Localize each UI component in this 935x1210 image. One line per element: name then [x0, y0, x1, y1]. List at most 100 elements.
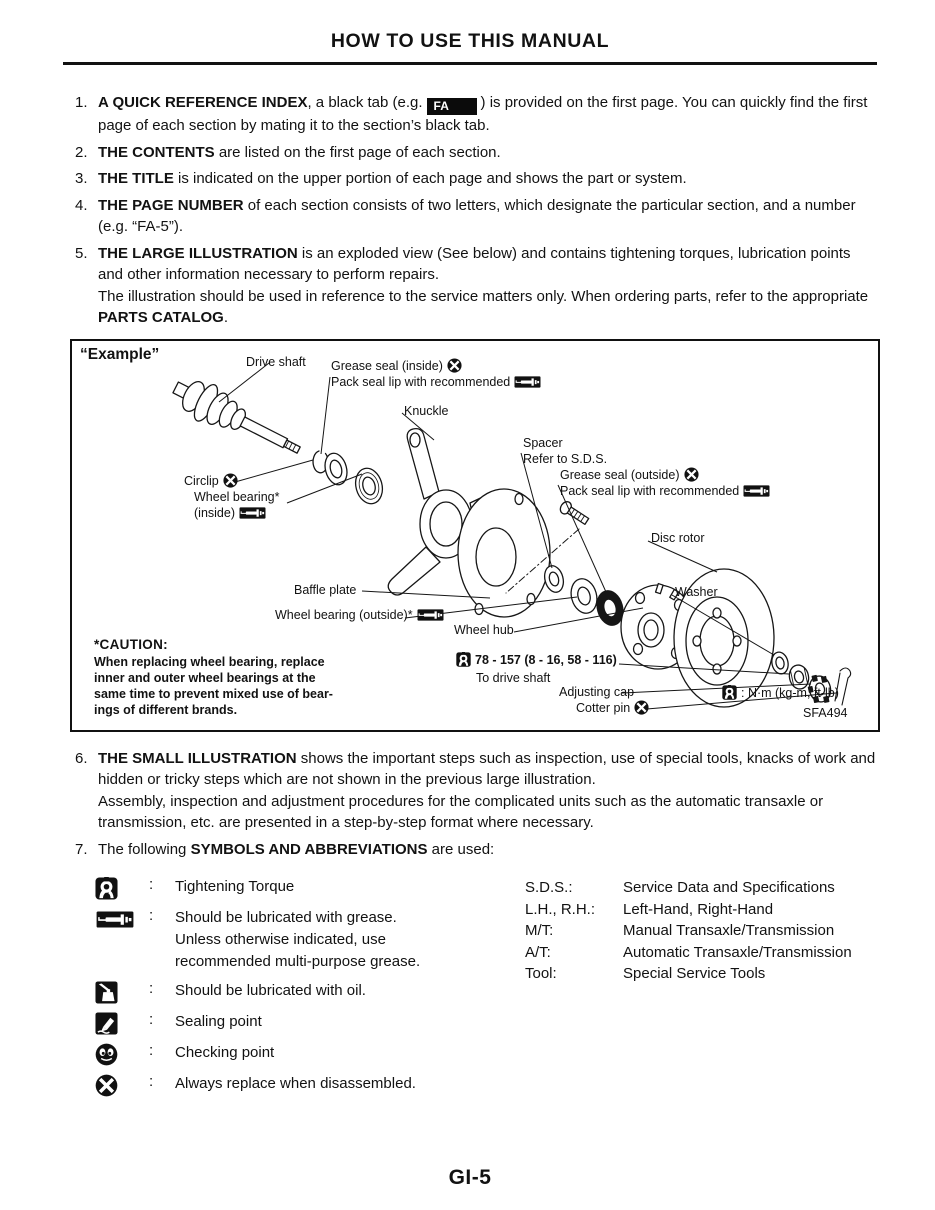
caution-note: *CAUTION: When replacing wheel bearing, … — [94, 637, 333, 718]
text-segment: are listed on the first page of each sec… — [214, 143, 501, 161]
label-disc-rotor: Disc rotor — [651, 530, 705, 545]
abbr-row: L.H., R.H.: Left-Hand, Right-Hand — [525, 899, 852, 921]
text-segment: is indicated on the upper portion of eac… — [173, 170, 687, 187]
label-adjusting-cap: Adjusting cap — [559, 684, 635, 699]
abbr-meaning: Automatic Transaxle/Transmission — [623, 943, 852, 961]
label-wheel-bearing-inside: Wheel bearing* (inside) — [194, 489, 280, 520]
symbol-row-sealing: : Sealing point — [95, 1011, 495, 1035]
label-torque-target: To drive shaft — [476, 670, 551, 685]
item-number: 6. — [75, 749, 88, 767]
replace-icon — [447, 358, 462, 373]
label-washer: Washer — [675, 584, 718, 599]
grease-icon — [239, 507, 266, 519]
colon: : — [149, 876, 154, 893]
abbr-row: Tool: Special Service Tools — [525, 963, 852, 985]
item-text: The following SYMBOLS AND ABBREVIATIONS … — [98, 839, 877, 861]
abbr-key: M/T: — [525, 922, 554, 939]
item-number: 7. — [75, 840, 88, 858]
item-number: 2. — [75, 143, 88, 161]
text-segment: , a black tab (e.g. — [307, 94, 423, 111]
abbr-meaning: Manual Transaxle/Transmission — [623, 922, 835, 939]
caution-title: *CAUTION: — [94, 636, 168, 652]
caution-line: same time to prevent mixed use of bear- — [94, 686, 333, 701]
symbol-label: Always replace when disassembled. — [175, 1075, 416, 1092]
bold-lead: THE TITLE — [98, 170, 174, 187]
example-illustration: “Example” Drive shaft Grease seal (insid… — [70, 338, 880, 732]
item-text: THE CONTENTS are listed on the first pag… — [98, 142, 877, 164]
list-item-7: 7. The following SYMBOLS AND ABBREVIATIO… — [63, 839, 877, 861]
abbr-key: Tool: — [525, 965, 557, 982]
list-item-4: 4. THE PAGE NUMBER of each section consi… — [63, 195, 877, 238]
item-number: 1. — [75, 94, 88, 111]
list-item-1: 1. A QUICK REFERENCE INDEX, a black tab … — [63, 92, 877, 137]
page-number: GI-5 — [448, 1166, 492, 1189]
label-cotter-pin: Cotter pin — [576, 700, 649, 716]
grease-icon — [743, 485, 770, 497]
colon: : — [149, 1042, 154, 1059]
item-text: THE PAGE NUMBER of each section consists… — [98, 195, 877, 238]
item-number: 5. — [75, 244, 88, 262]
section-tab-fa: FA — [426, 98, 477, 115]
abbr-key: A/T: — [525, 943, 551, 961]
abbr-key: S.D.S.: — [525, 879, 573, 896]
item-text: THE TITLE is indicated on the upper port… — [98, 168, 877, 190]
label-wheel-hub: Wheel hub — [454, 622, 514, 637]
text-segment: The following — [98, 840, 191, 858]
symbol-label: Should be lubricated with grease. Unless… — [175, 909, 421, 970]
bold-lead: THE LARGE ILLUSTRATION — [98, 244, 298, 262]
list-item-3: 3. THE TITLE is indicated on the upper p… — [63, 168, 877, 190]
symbol-row-replace: : Always replace when disassembled. — [95, 1073, 495, 1097]
item-paragraph: Assembly, inspection and adjustment proc… — [98, 792, 824, 832]
bold-lead: A QUICK REFERENCE INDEX — [98, 94, 308, 111]
grease-icon — [95, 911, 135, 928]
symbol-label: Tightening Torque — [175, 878, 295, 895]
symbol-label: Sealing point — [175, 1013, 262, 1030]
symbol-row-checking: : Checking point — [95, 1042, 495, 1066]
text-segment: The illustration should be used in refer… — [98, 287, 869, 305]
text-segment: . — [223, 309, 228, 326]
text-segment: is an exploded view (See below) and cont… — [98, 244, 851, 284]
instruction-list-lower: 6. THE SMALL ILLUSTRATION shows the impo… — [63, 748, 877, 861]
colon: : — [149, 1073, 154, 1090]
units-note: : N·m (kg-m, ft-lb) — [722, 685, 839, 701]
grease-icon — [514, 376, 541, 388]
abbr-key: L.H., R.H.: — [525, 900, 596, 918]
label-torque-spec: 78 - 157 (8 - 16, 58 - 116) — [456, 652, 617, 668]
item-text: THE SMALL ILLUSTRATION shows the importa… — [98, 748, 877, 834]
colon: : — [149, 907, 154, 924]
abbreviations-list: S.D.S.: Service Data and Specifications … — [525, 876, 852, 1104]
sealing-icon — [95, 1012, 118, 1035]
instruction-list: 1. A QUICK REFERENCE INDEX, a black tab … — [63, 92, 877, 329]
item-number: 4. — [75, 196, 88, 214]
bold-lead: THE PAGE NUMBER — [98, 196, 244, 214]
caution-line: inner and outer wheel bearings at the — [94, 670, 316, 685]
colon: : — [149, 1011, 154, 1028]
colon: : — [149, 980, 154, 997]
text-segment: ) is provided on the first page. You can… — [98, 94, 868, 134]
list-item-6: 6. THE SMALL ILLUSTRATION shows the impo… — [63, 748, 877, 834]
caution-line: When replacing wheel bearing, replace — [94, 654, 325, 669]
symbol-label: Checking point — [175, 1044, 275, 1061]
abbr-meaning: Special Service Tools — [623, 965, 766, 982]
title-rule — [63, 62, 877, 65]
grease-icon — [417, 609, 444, 621]
tab-label: FA — [433, 99, 449, 113]
oil-icon — [95, 981, 118, 1004]
example-caption: “Example” — [80, 345, 160, 363]
abbr-meaning: Service Data and Specifications — [623, 879, 835, 896]
bold-lead: PARTS CATALOG — [98, 309, 224, 326]
replace-icon — [95, 1074, 118, 1097]
caution-line: ings of different brands. — [94, 702, 238, 717]
bold-lead: THE CONTENTS — [98, 143, 215, 161]
label-knuckle: Knuckle — [404, 403, 449, 418]
legend-section: : Tightening Torque : Should be lubricat… — [63, 876, 877, 1104]
symbol-row-oil: : Should be lubricated with oil. — [95, 980, 495, 1004]
symbol-row-torque: : Tightening Torque — [95, 876, 495, 900]
text-segment: shows the important steps such as inspec… — [98, 749, 876, 789]
symbol-label: Should be lubricated with oil. — [175, 982, 366, 999]
bold-lead: SYMBOLS AND ABBREVIATIONS — [190, 840, 428, 858]
abbr-row: A/T: Automatic Transaxle/Transmission — [525, 942, 852, 964]
text-segment: are used: — [427, 840, 495, 858]
